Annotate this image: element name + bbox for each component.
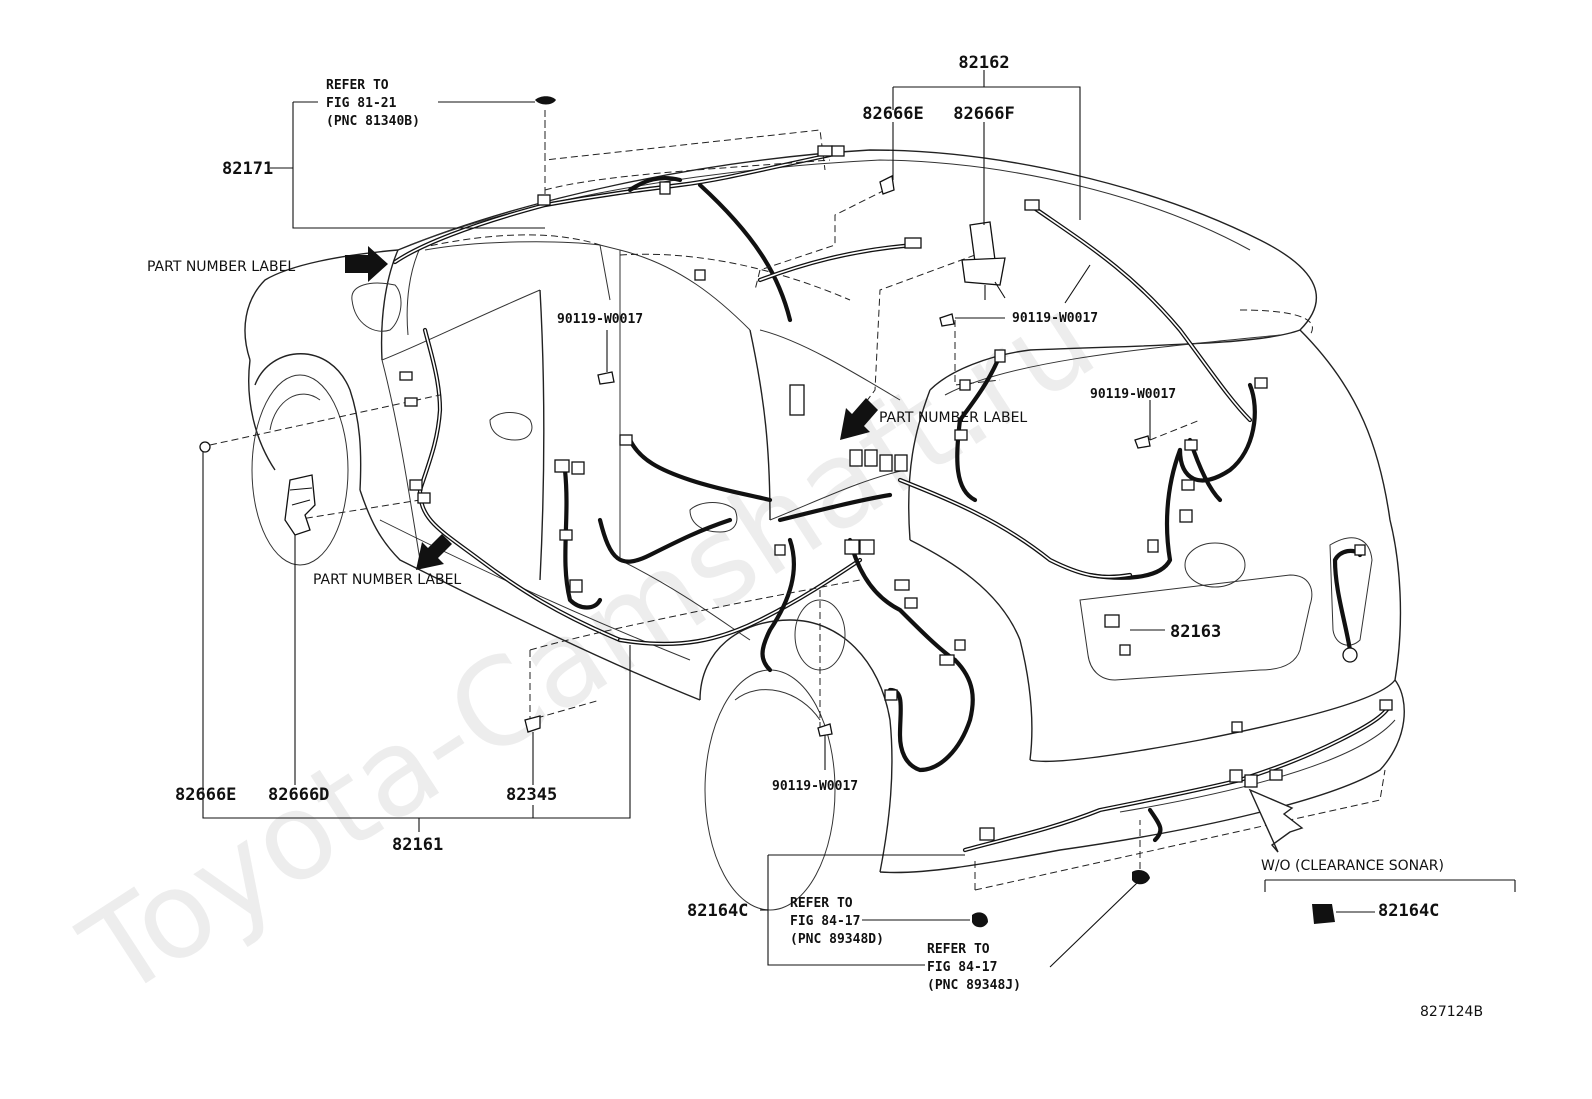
label-82163: 82163 — [1170, 622, 1221, 642]
label-82162: 82162 — [958, 53, 1009, 73]
refer-81-21-line3: (PNC 81340B) — [326, 114, 420, 129]
refer-81-21-line1: REFER TO — [326, 78, 389, 93]
drawing-id: 827124B — [1420, 1004, 1483, 1020]
callout-labels: 82162 82666E 82666F 82171 REFER TO FIG 8… — [147, 53, 1483, 1020]
label-82161: 82161 — [392, 835, 443, 855]
label-82666e-top: 82666E — [862, 104, 923, 124]
connectors — [199, 96, 1393, 928]
refer-84-17-j-line2: FIG 84-17 — [927, 960, 997, 975]
harness-bumper — [962, 548, 1393, 853]
label-82666d: 82666D — [268, 785, 329, 805]
arrow-part-label-1 — [345, 246, 388, 282]
car-body — [244, 149, 1405, 911]
label-82164c-left: 82164C — [687, 901, 748, 921]
refer-84-17-d-line2: FIG 84-17 — [790, 914, 860, 929]
part-number-label-3: PART NUMBER LABEL — [313, 572, 461, 588]
refer-81-21-line2: FIG 81-21 — [326, 96, 397, 111]
leader-lines — [202, 70, 1516, 968]
part-number-label-2: PART NUMBER LABEL — [879, 410, 1027, 426]
bolt-callout-3: 90119-W0017 — [1090, 387, 1176, 402]
bolt-callout-1: 90119-W0017 — [557, 312, 643, 327]
harness-roof — [392, 152, 918, 323]
wo-clearance-sonar-label: W/O (CLEARANCE SONAR) — [1261, 858, 1444, 874]
harness-rear-main — [897, 202, 1257, 580]
arrow-sonar-location — [1248, 788, 1304, 853]
refer-84-17-j-line1: REFER TO — [927, 942, 990, 957]
part-number-label-1: PART NUMBER LABEL — [147, 259, 295, 275]
label-82666f: 82666F — [953, 104, 1014, 124]
bolt-callout-4: 90119-W0017 — [772, 779, 858, 794]
label-82345: 82345 — [506, 785, 557, 805]
label-82164c-right: 82164C — [1378, 901, 1439, 921]
arrow-part-label-2 — [840, 398, 878, 440]
label-82171: 82171 — [222, 159, 273, 179]
refer-84-17-d-line3: (PNC 89348D) — [790, 932, 884, 947]
refer-84-17-d-line1: REFER TO — [790, 896, 853, 911]
refer-84-17-j-line3: (PNC 89348J) — [927, 978, 1021, 993]
harness-dashed-routing — [209, 110, 1386, 891]
label-82666e-bottom: 82666E — [175, 785, 236, 805]
bolt-callout-2: 90119-W0017 — [1012, 311, 1098, 326]
arrow-part-label-3 — [416, 534, 452, 570]
